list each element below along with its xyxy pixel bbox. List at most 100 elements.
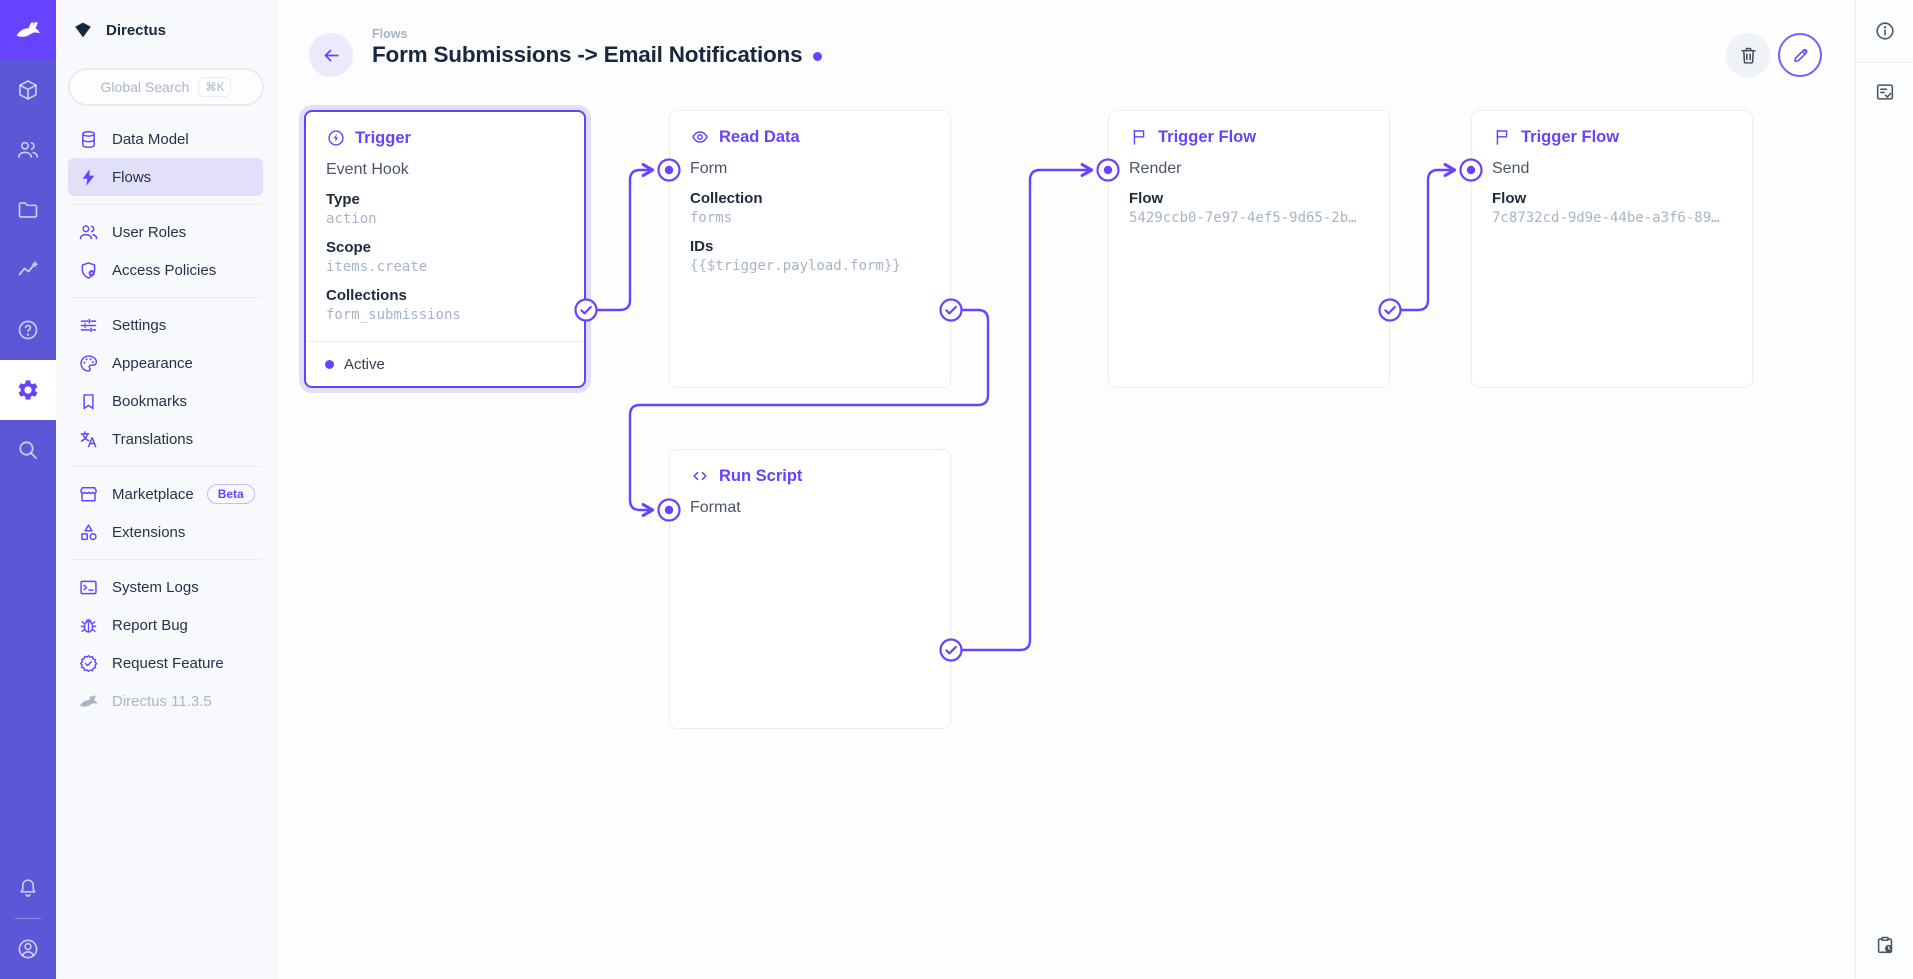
delete-flow-button[interactable] [1726, 33, 1770, 77]
panel-run-script[interactable]: Run Script Format [669, 449, 951, 729]
nav-item-report-bug[interactable]: Report Bug [68, 606, 263, 644]
wire-run-script-to-render [949, 162, 1094, 652]
panel-type-label: Trigger Flow [1521, 127, 1620, 146]
flow-canvas[interactable]: Flows Form Submissions -> Email Notifica… [277, 0, 1855, 979]
settings-module-icon [16, 378, 40, 402]
field-label: Type [326, 191, 360, 208]
field-label: IDs [690, 238, 714, 255]
panel-read-data[interactable]: Read Data Form Collection forms IDs {{$t… [669, 110, 951, 388]
module-files[interactable] [0, 180, 56, 240]
panel-type-label: Trigger Flow [1158, 127, 1257, 146]
account-button[interactable] [0, 925, 56, 973]
nav-item-system-logs[interactable]: System Logs [68, 568, 263, 606]
module-users[interactable] [0, 120, 56, 180]
panel-trigger-flow-send[interactable]: Trigger Flow Send Flow 7c8732cd-9d9e-44b… [1471, 110, 1753, 388]
unsaved-dot [813, 52, 823, 61]
nav-item-access-policies[interactable]: Access Policies [68, 251, 263, 289]
nav-item-bookmarks[interactable]: Bookmarks [68, 382, 263, 420]
activity-clipboard-icon [1874, 934, 1896, 956]
shield-lock-icon [78, 260, 99, 281]
nav-label: Settings [112, 316, 167, 334]
trash-icon [1738, 45, 1759, 66]
project-header[interactable]: Directus [56, 0, 276, 60]
module-search[interactable] [0, 420, 56, 480]
nav-item-request-feature[interactable]: Request Feature [68, 644, 263, 682]
project-logo-button[interactable] [0, 0, 56, 60]
field-value: forms [690, 210, 733, 226]
nav-label: Marketplace [112, 485, 194, 503]
edit-flow-button[interactable] [1778, 33, 1822, 77]
nav-item-appearance[interactable]: Appearance [68, 344, 263, 382]
title-row: Form Submissions -> Email Notifications [372, 42, 823, 68]
back-button[interactable] [309, 33, 353, 77]
panel-trigger-flow-render[interactable]: Trigger Flow Render Flow 5429ccb0-7e97-4… [1108, 110, 1390, 388]
project-name: Directus [106, 21, 167, 39]
nav-menu: Data Model Flows User Roles Access Polic… [56, 120, 276, 720]
activity-log-button[interactable] [1856, 921, 1913, 969]
bug-icon [78, 615, 99, 636]
files-module-icon [16, 198, 40, 222]
category-icon [78, 522, 99, 543]
tune-icon [78, 315, 99, 336]
nav-label: System Logs [112, 578, 199, 596]
nav-item-extensions[interactable]: Extensions [68, 513, 263, 551]
nav-item-settings[interactable]: Settings [68, 306, 263, 344]
panel-name: Event Hook [326, 161, 409, 178]
nav-divider [70, 559, 261, 560]
navigation-sidebar: Directus Global Search ⌘K Data Model Flo… [56, 0, 277, 979]
nav-item-translations[interactable]: Translations [68, 420, 263, 458]
nav-item-user-roles[interactable]: User Roles [68, 213, 263, 251]
nav-label: Access Policies [112, 261, 217, 279]
field-value: action [326, 211, 377, 227]
nav-item-marketplace[interactable]: Marketplace Beta [68, 475, 263, 513]
module-help[interactable] [0, 300, 56, 360]
global-search-input[interactable]: Global Search ⌘K [68, 68, 264, 106]
panel-name: Form [690, 160, 728, 177]
nav-label: User Roles [112, 223, 187, 241]
nav-label: Data Model [112, 130, 189, 148]
panel-type-label: Trigger [355, 128, 411, 147]
field-value: {{$trigger.payload.form}} [690, 258, 901, 274]
trigger-bolt-circle-icon [326, 128, 346, 148]
users-module-icon [16, 138, 40, 162]
detail-sidebar [1855, 0, 1913, 979]
panel-header: Trigger Flow [1472, 111, 1752, 147]
panel-trigger[interactable]: Trigger Event Hook Type action Scope ite… [304, 110, 586, 388]
field-label: Flow [1492, 190, 1527, 207]
panel-header: Run Script [670, 450, 950, 486]
panel-header: Trigger [306, 112, 584, 148]
panel-type-label: Run Script [719, 466, 803, 485]
search-placeholder: Global Search [100, 79, 190, 95]
field-label: Collection [690, 190, 763, 207]
nav-divider [70, 204, 261, 205]
notifications-bell-icon [16, 876, 40, 900]
panel-name: Format [690, 499, 741, 516]
module-insights[interactable] [0, 240, 56, 300]
storefront-icon [78, 484, 99, 505]
module-content[interactable] [0, 60, 56, 120]
directus-rabbit-icon [78, 691, 99, 712]
content-module-icon [16, 78, 40, 102]
field-label: Flow [1129, 190, 1164, 207]
notifications-button[interactable] [0, 864, 56, 912]
nav-label: Flows [112, 168, 152, 186]
nav-item-flows[interactable]: Flows [68, 158, 263, 196]
palette-icon [78, 353, 99, 374]
rightbar-divider [1856, 62, 1913, 63]
info-button[interactable] [1856, 0, 1913, 62]
module-settings[interactable] [0, 360, 56, 420]
breadcrumb[interactable]: Flows [372, 27, 408, 41]
nav-item-data-model[interactable]: Data Model [68, 120, 263, 158]
sidebar-detail-icon [1874, 81, 1896, 103]
nav-label: Request Feature [112, 654, 224, 672]
nav-label: Translations [112, 430, 194, 448]
nav-label: Report Bug [112, 616, 188, 634]
translate-icon [78, 429, 99, 450]
panel-type-label: Read Data [719, 127, 800, 146]
wire-render-to-send [1388, 162, 1457, 312]
page-title: Form Submissions -> Email Notifications [372, 42, 803, 67]
project-diamond-icon [72, 19, 94, 41]
detail-toggle-button[interactable] [1856, 63, 1913, 121]
nav-divider [70, 466, 261, 467]
